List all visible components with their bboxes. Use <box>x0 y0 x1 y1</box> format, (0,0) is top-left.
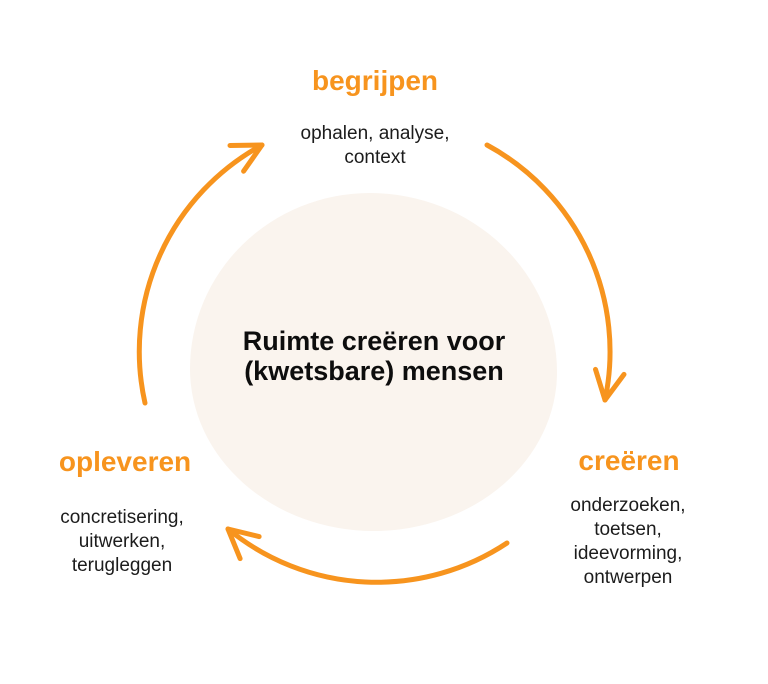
arrowhead-down-icon <box>593 366 627 403</box>
arrowhead-up-right-icon <box>227 142 265 174</box>
phase-label-opleveren: opleveren <box>58 446 192 477</box>
phase-details-creeren: onderzoeken, toetsen, ideevorming, ontwe… <box>570 495 686 588</box>
arrowhead-up-left-icon <box>225 526 262 562</box>
diagram-title: Ruimte creëren voor (kwetsbare) mensen <box>242 325 506 386</box>
phase-details-begrijpen: ophalen, analyse, context <box>300 123 450 168</box>
phase-label-begrijpen: begrijpen <box>311 65 439 96</box>
arrow-creeren-to-opleveren <box>225 526 510 585</box>
phase-details-opleveren: concretisering, uitwerken, terugleggen <box>60 507 184 576</box>
phase-label-creeren: creëren <box>578 445 680 476</box>
